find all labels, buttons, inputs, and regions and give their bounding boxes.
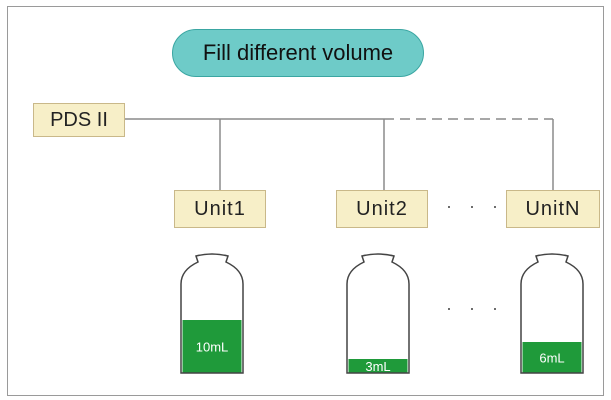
- bottle-outline: [346, 253, 410, 374]
- unit-node-n: UnitN: [506, 190, 600, 228]
- unit-node-2: Unit2: [336, 190, 428, 228]
- liquid-fill: [522, 342, 582, 373]
- volume-label: 3mL: [365, 359, 390, 374]
- ellipsis-units: · · ·: [446, 196, 504, 216]
- bottle-2: 3mL: [346, 253, 410, 374]
- bottle-n: 6mL: [520, 253, 584, 374]
- unit-node-1: Unit1: [174, 190, 266, 228]
- ellipsis-bottles: · · ·: [446, 298, 504, 318]
- root-node: PDS II: [33, 103, 125, 137]
- liquid-fill: [348, 359, 408, 373]
- title-pill: Fill different volume: [172, 29, 424, 77]
- volume-label: 6mL: [539, 351, 564, 366]
- bottle-outline: [180, 253, 244, 374]
- bottle-outline: [520, 253, 584, 374]
- bottle-1: 10mL: [180, 253, 244, 374]
- liquid-fill: [182, 320, 242, 373]
- volume-label: 10mL: [196, 340, 229, 355]
